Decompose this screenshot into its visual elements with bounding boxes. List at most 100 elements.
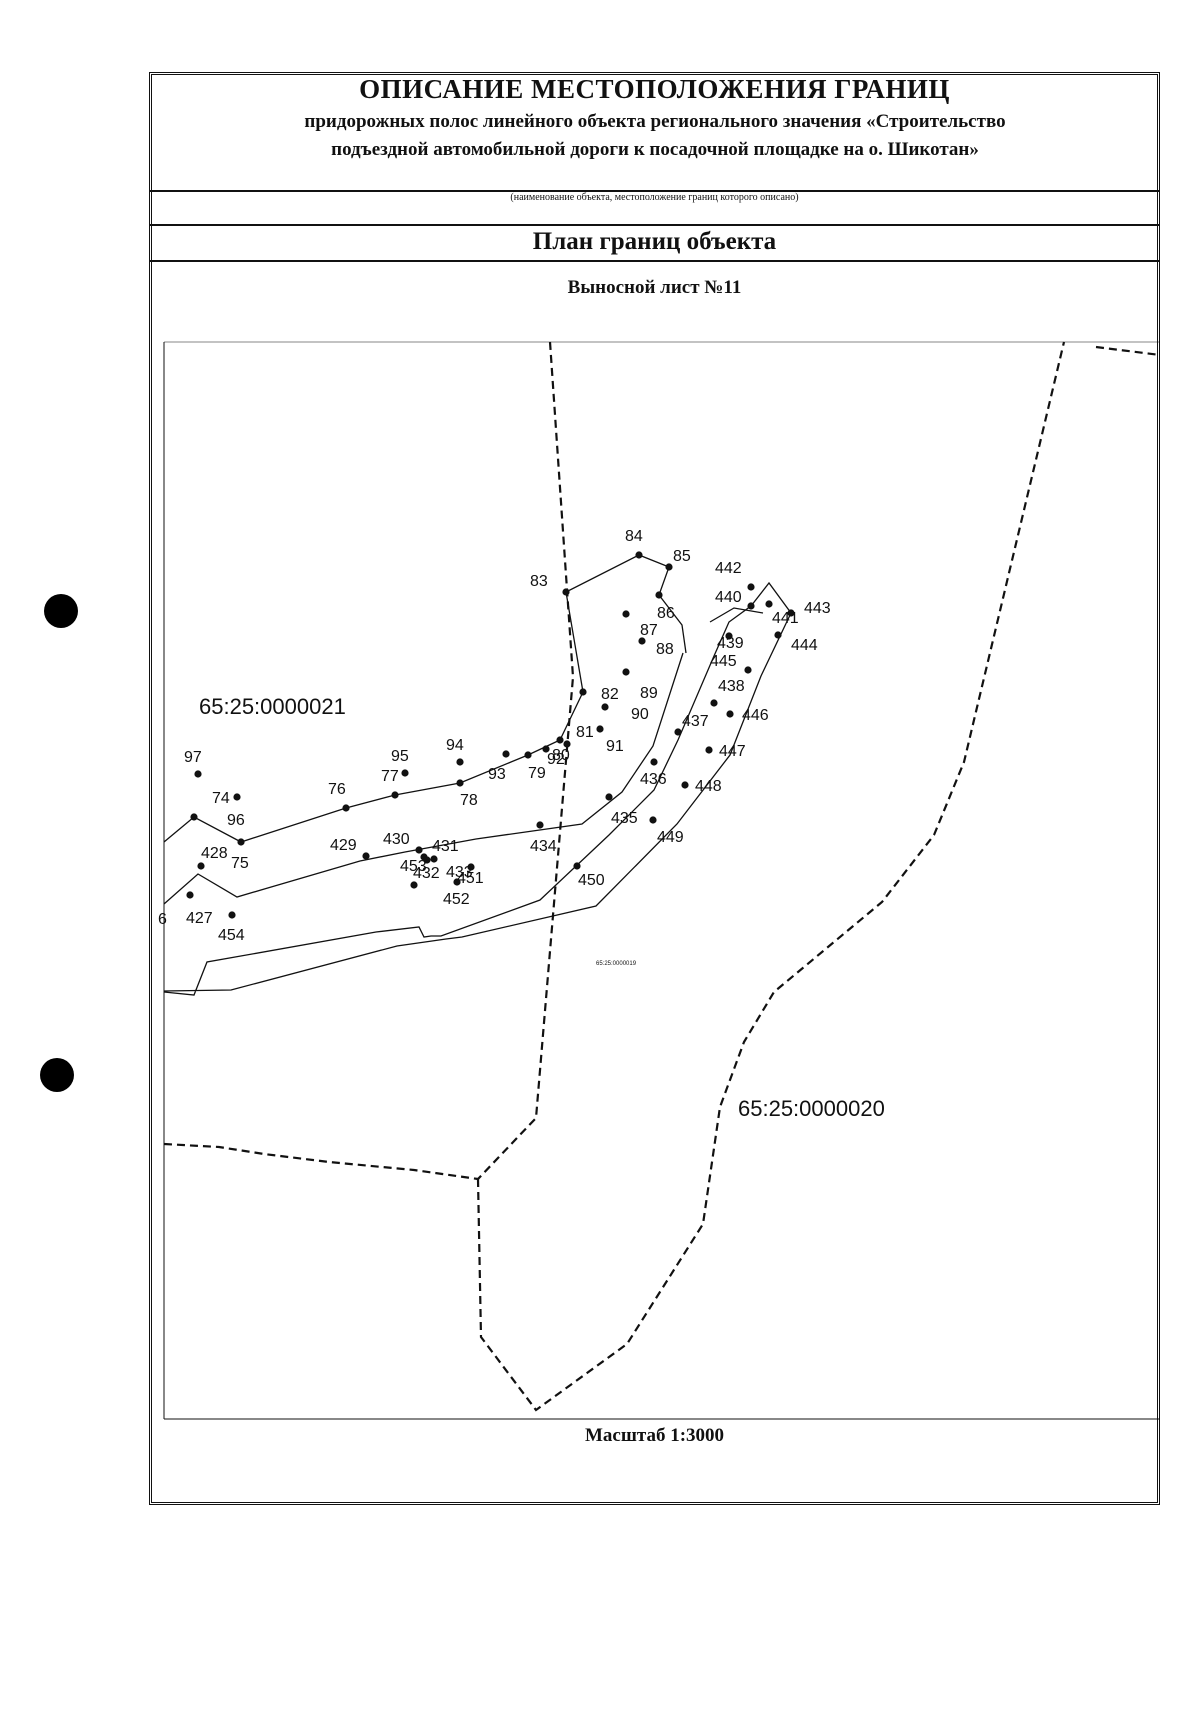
point-marker-82 xyxy=(579,688,587,696)
cadastral-boundaries xyxy=(163,341,1161,1412)
point-marker-444 xyxy=(774,631,782,639)
point-marker-433 xyxy=(430,855,438,863)
point-marker-74 xyxy=(190,813,198,821)
cadastral-boundary-south xyxy=(163,1142,479,1181)
cadastral-boundary-loop xyxy=(476,341,1066,1412)
point-label-79: 79 xyxy=(528,765,546,782)
point-label-438: 438 xyxy=(718,678,745,695)
point-label-440: 440 xyxy=(715,589,742,606)
point-marker-454 xyxy=(228,911,236,919)
point-label-453: 453 xyxy=(400,858,427,875)
point-label-435: 435 xyxy=(611,810,638,827)
point-label-444: 444 xyxy=(791,637,818,654)
point-label-86: 86 xyxy=(657,605,675,622)
point-label-92: 92 xyxy=(547,751,565,768)
point-marker-441 xyxy=(765,600,773,608)
parcel-label-19: 65:25:0000019 xyxy=(596,961,637,967)
point-label-452: 452 xyxy=(443,891,470,908)
point-label-454: 454 xyxy=(218,927,245,944)
point-label-449: 449 xyxy=(657,829,684,846)
plan-title: План границ объекта xyxy=(532,228,777,255)
point-label-75: 75 xyxy=(231,855,249,872)
header-divider-3 xyxy=(149,260,1160,262)
point-label-78: 78 xyxy=(460,792,478,809)
point-marker-429 xyxy=(362,852,370,860)
point-label-88: 88 xyxy=(656,641,674,658)
point-label-82: 82 xyxy=(601,686,619,703)
point-marker-449 xyxy=(649,816,657,824)
point-marker-439 xyxy=(725,632,733,640)
boundary-map: 65:25:0000021 65:25:0000020 65:25:000001… xyxy=(158,341,1161,1420)
sheet-number: Выносной лист №11 xyxy=(567,277,742,298)
point-marker-85 xyxy=(665,563,673,571)
point-label-85: 85 xyxy=(673,548,691,565)
point-label-442: 442 xyxy=(715,560,742,577)
point-marker-453 xyxy=(410,881,418,889)
point-label-81: 81 xyxy=(576,724,594,741)
punch-hole-top xyxy=(44,594,78,628)
point-marker-443 xyxy=(787,609,795,617)
point-label-427: 427 xyxy=(186,910,213,927)
point-label-439: 439 xyxy=(717,635,744,652)
point-marker-81 xyxy=(556,736,564,744)
point-marker-437 xyxy=(674,728,682,736)
point-label-89: 89 xyxy=(640,685,658,702)
sheet-frame xyxy=(149,72,1160,1505)
header-divider-1 xyxy=(149,190,1160,192)
point-label-80: 80 xyxy=(552,747,570,764)
point-label-76: 76 xyxy=(328,781,346,798)
point-marker-83 xyxy=(562,588,570,596)
map-frame xyxy=(163,341,1160,1420)
point-label-441: 441 xyxy=(772,610,799,627)
point-label-432: 432 xyxy=(413,865,440,882)
document-subtitle: придорожных полос линейного объекта реги… xyxy=(170,108,1140,164)
cadastral-boundary-northeast xyxy=(1095,345,1161,357)
point-marker-427 xyxy=(186,891,194,899)
point-marker-452 xyxy=(453,878,461,886)
point-marker-94 xyxy=(456,758,464,766)
point-marker-88 xyxy=(638,637,646,645)
point-marker-447 xyxy=(705,746,713,754)
point-marker-451 xyxy=(467,863,475,871)
point-label-84: 84 xyxy=(625,528,643,545)
point-marker-76 xyxy=(342,804,350,812)
point-marker-435 xyxy=(605,793,613,801)
cadastral-boundary-west xyxy=(477,341,575,1180)
point-marker-90 xyxy=(601,703,609,711)
point-marker-432 xyxy=(423,856,431,864)
point-label-451: 451 xyxy=(457,870,484,887)
point-marker-438 xyxy=(710,699,718,707)
point-marker-93 xyxy=(502,750,510,758)
point-label-433: 433 xyxy=(446,864,473,881)
point-label-430: 430 xyxy=(383,831,410,848)
point-label-431: 431 xyxy=(432,838,459,855)
point-label-87: 87 xyxy=(640,622,658,639)
point-marker-86 xyxy=(655,591,663,599)
point-marker-434 xyxy=(536,821,544,829)
parcel-label-21: 65:25:0000021 xyxy=(199,694,346,719)
point-marker-448 xyxy=(681,781,689,789)
point-label-428: 428 xyxy=(201,845,228,862)
point-marker-79 xyxy=(524,751,532,759)
point-marker-80 xyxy=(542,745,550,753)
punch-hole-bottom xyxy=(40,1058,74,1092)
point-marker-96 xyxy=(233,793,241,801)
boundary-line-c xyxy=(163,581,792,996)
point-label-443: 443 xyxy=(804,600,831,617)
point-marker-442 xyxy=(747,583,755,591)
point-marker-95 xyxy=(401,769,409,777)
point-marker-436 xyxy=(650,758,658,766)
point-marker-78 xyxy=(456,779,464,787)
point-label-77: 77 xyxy=(381,768,399,785)
point-marker-430 xyxy=(415,846,423,854)
point-label-74: 74 xyxy=(212,790,230,807)
point-label-93: 93 xyxy=(488,766,506,783)
point-label-446: 446 xyxy=(742,707,769,724)
point-marker-89 xyxy=(622,668,630,676)
point-label-94: 94 xyxy=(446,737,464,754)
point-label-6: 6 xyxy=(158,911,167,928)
point-marker-87 xyxy=(622,610,630,618)
point-label-97: 97 xyxy=(184,749,202,766)
subtitle-line-2: подъездной автомобильной дороги к посадо… xyxy=(331,139,979,160)
point-label-434: 434 xyxy=(530,838,557,855)
